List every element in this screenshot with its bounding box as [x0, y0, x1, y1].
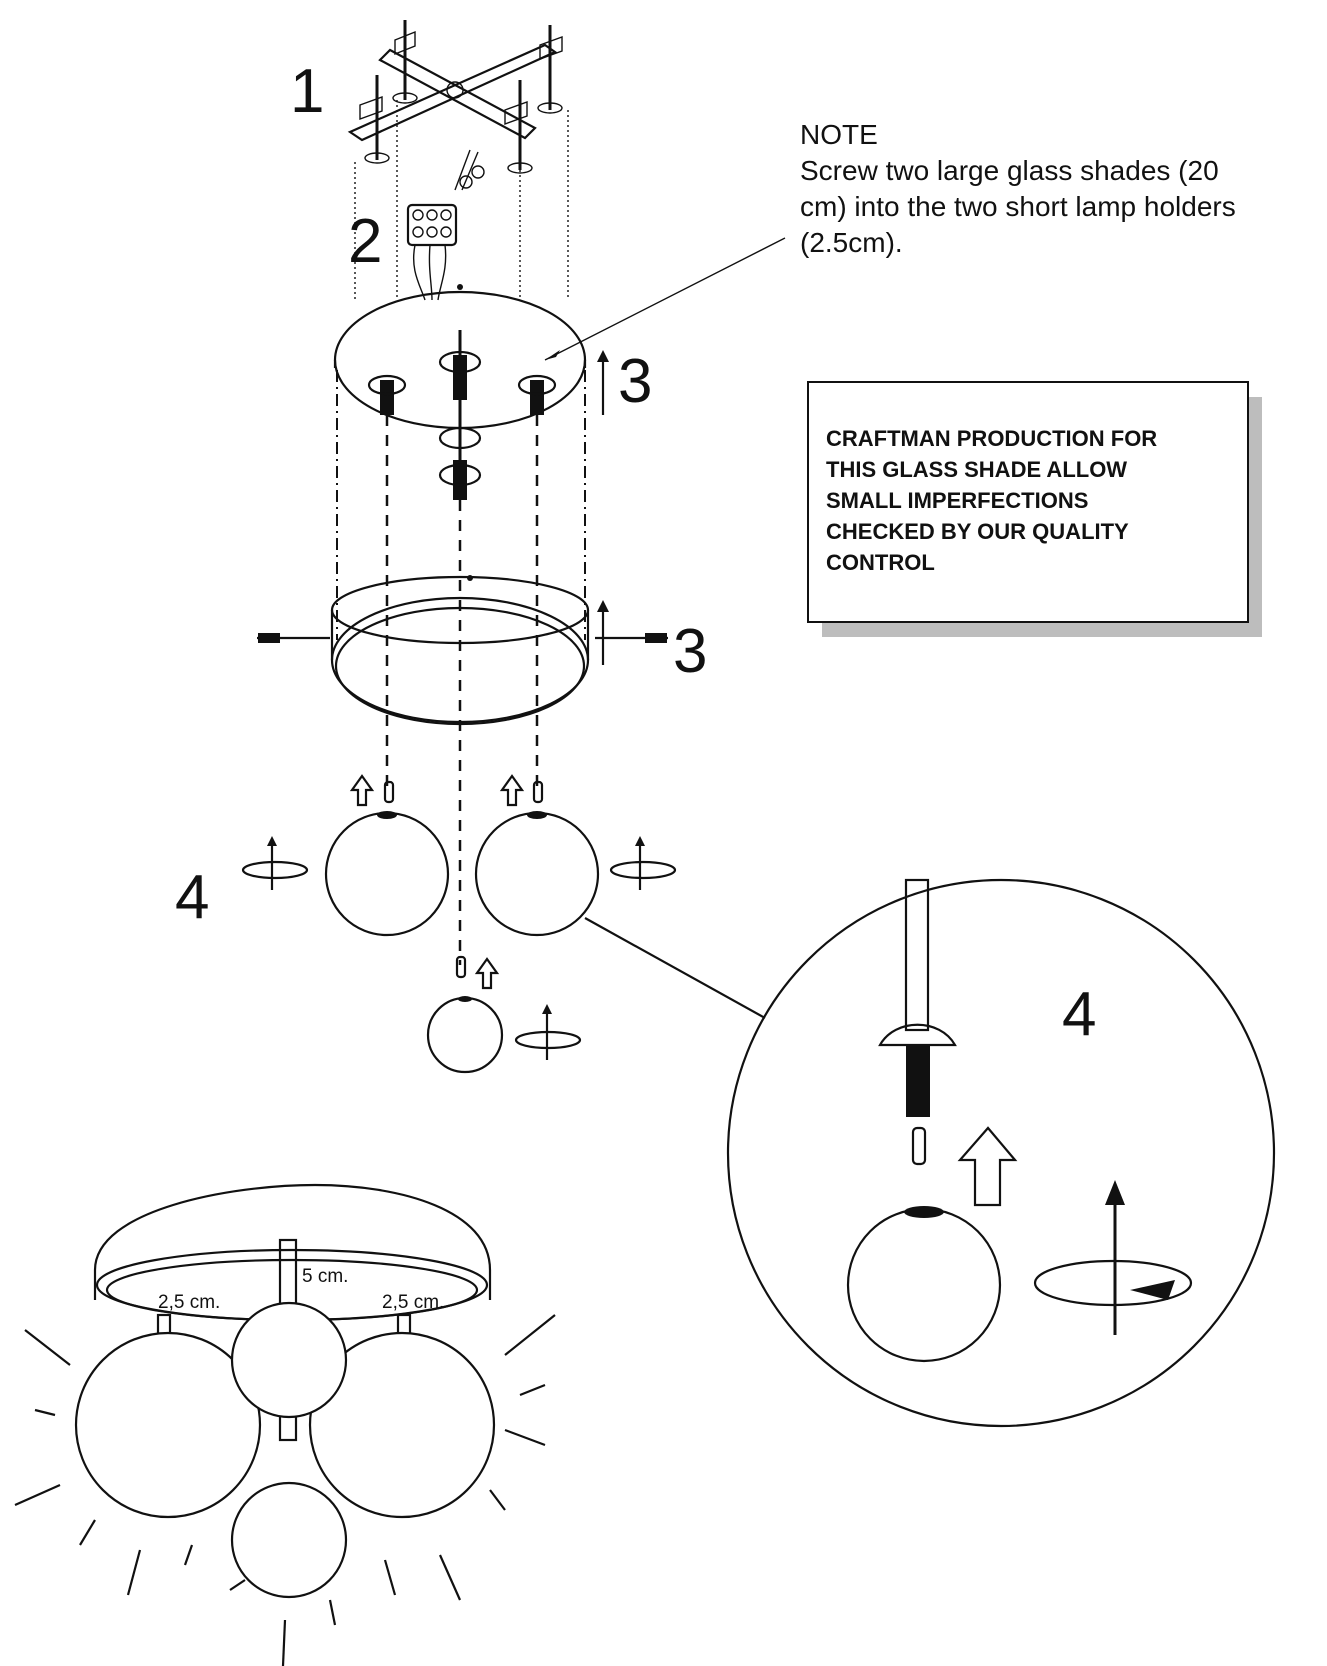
mounting-bracket: [347, 20, 563, 174]
terminal-block: [406, 149, 485, 301]
cover-ring: [330, 575, 590, 726]
step-4-label: 4: [175, 863, 209, 932]
step-3a-label: 3: [618, 347, 652, 416]
canopy: [333, 284, 587, 500]
rotate-icon-right: [609, 836, 677, 890]
quality-line-3: SMALL IMPERFECTIONS: [826, 488, 1088, 513]
dim-center: 5 cm.: [302, 1266, 348, 1287]
note-line-3: (2.5cm).: [800, 227, 903, 258]
note-title: NOTE: [800, 119, 878, 150]
rotate-icon-small: [514, 1004, 582, 1060]
quality-line-4: CHECKED BY OUR QUALITY: [826, 519, 1129, 544]
quality-line-5: CONTROL: [826, 550, 935, 575]
quality-box: CRAFTMAN PRODUCTION FOR THIS GLASS SHADE…: [807, 381, 1262, 637]
step-3b-label: 3: [673, 617, 707, 686]
quality-line-1: CRAFTMAN PRODUCTION FOR: [826, 426, 1157, 451]
dim-right: 2,5 cm.: [382, 1292, 444, 1313]
note-line-1: Screw two large glass shades (20: [800, 155, 1219, 186]
screws: [257, 633, 668, 643]
step-4-detail-label: 4: [1062, 980, 1096, 1049]
rotate-icon-left: [241, 836, 309, 890]
small-globe: [426, 996, 504, 1074]
assembled-fixture: [14, 1183, 556, 1666]
dim-left: 2,5 cm.: [158, 1292, 220, 1313]
large-globe-right: [474, 811, 600, 937]
step-2-label: 2: [348, 207, 382, 276]
large-globe-left: [324, 811, 450, 937]
note-line-2: cm) into the two short lamp holders: [800, 191, 1236, 222]
quality-line-2: THIS GLASS SHADE ALLOW: [826, 457, 1127, 482]
step-1-label: 1: [290, 57, 324, 126]
detail-view: [726, 878, 1276, 1428]
